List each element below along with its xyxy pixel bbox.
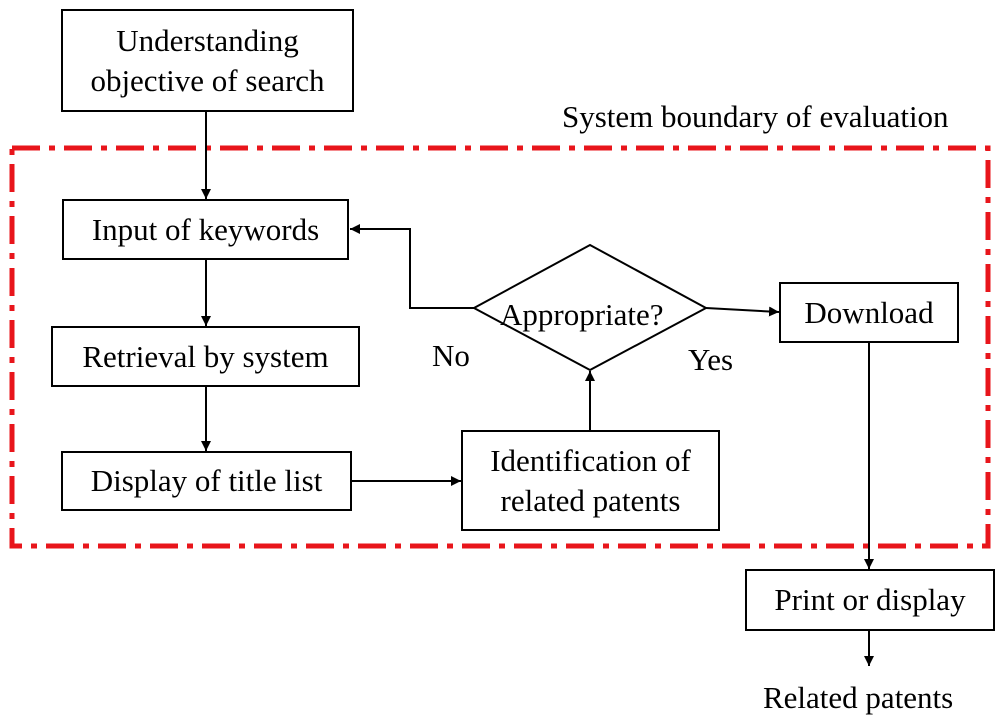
node-identification-line1: Identification of bbox=[490, 442, 691, 478]
node-download: Download bbox=[779, 282, 959, 343]
node-understanding-objective: Understanding objective of search bbox=[61, 9, 354, 112]
edge-label-no: No bbox=[432, 338, 470, 373]
node-input-keywords-label: Input of keywords bbox=[91, 211, 320, 247]
node-display-title-list: Display of title list bbox=[61, 451, 352, 511]
node-retrieval-by-system: Retrieval by system bbox=[51, 326, 360, 387]
edge-label-yes: Yes bbox=[688, 342, 734, 377]
arrow-decision-yes-to-download bbox=[705, 306, 780, 317]
node-understanding-objective-line2: objective of search bbox=[90, 62, 325, 98]
decision-diamond bbox=[471, 243, 709, 372]
system-boundary bbox=[9, 145, 991, 549]
node-understanding-objective-line1: Understanding bbox=[116, 22, 299, 58]
node-print-or-display: Print or display bbox=[745, 569, 995, 631]
system-boundary-label: System boundary of evaluation bbox=[562, 99, 949, 134]
decision-label: Appropriate? bbox=[500, 297, 664, 332]
node-download-label: Download bbox=[804, 294, 934, 330]
node-identification-line2: related patents bbox=[500, 482, 681, 518]
arrow-decision-no-to-keywords bbox=[350, 224, 474, 309]
node-print-or-display-label: Print or display bbox=[774, 582, 966, 617]
output-related-patents: Related patents bbox=[763, 680, 954, 715]
node-input-keywords: Input of keywords bbox=[62, 199, 349, 260]
node-identification-related-patents: Identification of related patents bbox=[461, 430, 720, 531]
node-display-title-list-label: Display of title list bbox=[90, 463, 323, 498]
node-retrieval-by-system-label: Retrieval by system bbox=[82, 338, 329, 374]
